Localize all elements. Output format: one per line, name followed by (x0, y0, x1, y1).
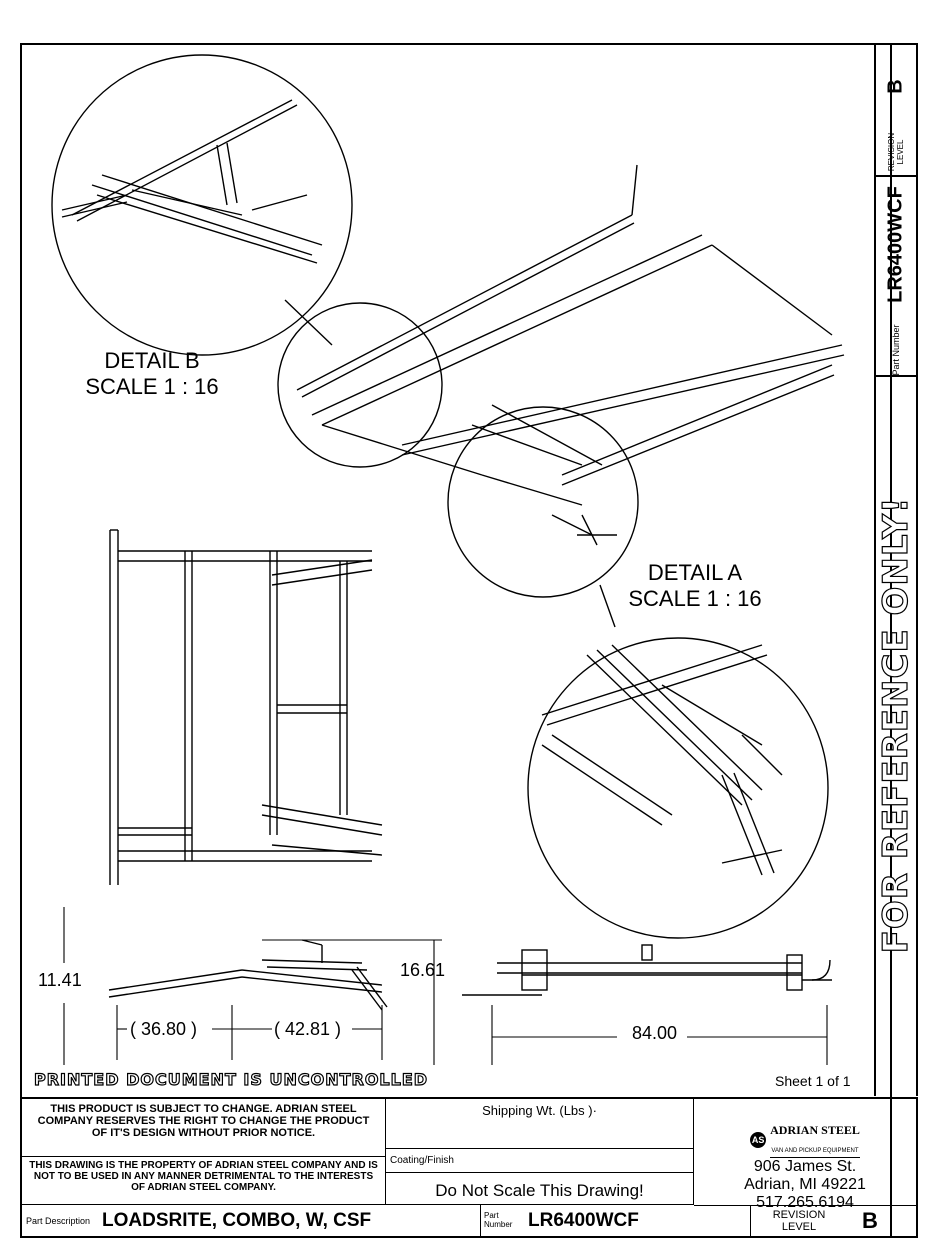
dimension-height-left: 11.41 (38, 970, 82, 990)
company-phone: 517.265.6194 (756, 1194, 854, 1211)
sheet-number: Sheet 1 of 1 (775, 1073, 851, 1089)
company-block: AS ADRIAN STEEL VAN AND PICKUP EQUIPMENT… (694, 1099, 916, 1211)
detail-b-title: DETAIL B (104, 348, 200, 373)
part-number-cell: Part Number LR6400WCF (480, 1205, 751, 1236)
sidebar-revision-label: REVISION LEVEL (887, 132, 905, 172)
dimension-length-3: 84.00 (632, 1023, 678, 1043)
company-tagline: VAN AND PICKUP EQUIPMENT (771, 1148, 859, 1154)
company-address-2: Adrian, MI 49221 (744, 1176, 866, 1193)
change-notice: THIS PRODUCT IS SUBJECT TO CHANGE. ADRIA… (22, 1099, 386, 1157)
dimension-length-2: ( 42.81 ) (274, 1019, 342, 1039)
detail-a-circle (527, 637, 829, 939)
do-not-scale: Do Not Scale This Drawing! (386, 1173, 694, 1205)
shipping-weight: Shipping Wt. (Lbs )· (386, 1099, 694, 1149)
detail-a-marker (447, 406, 639, 598)
detail-b-circle (51, 54, 353, 356)
part-number-label: Part Number (484, 1211, 513, 1229)
sidebar: B REVISION LEVEL LR6400WCF Part Number F… (874, 43, 918, 1096)
title-block: THIS PRODUCT IS SUBJECT TO CHANGE. ADRIA… (20, 1097, 918, 1238)
detail-b-scale: SCALE 1 : 16 (85, 374, 219, 399)
sidebar-part-value: LR6400WCF (884, 186, 907, 303)
detail-b-label: DETAIL B SCALE 1 : 16 (62, 348, 242, 400)
sidebar-reference-text: FOR REFERENCE ONLY! (875, 496, 916, 954)
company-name: ADRIAN STEEL (770, 1123, 860, 1137)
drawing-canvas (51, 54, 845, 1065)
detail-b-marker (277, 302, 443, 468)
sidebar-revision-value: B (884, 79, 907, 94)
part-description-value: LOADSRITE, COMBO, W, CSF (102, 1210, 372, 1231)
dimension-height-right: 16.61 (400, 960, 446, 980)
revision-value: B (862, 1208, 878, 1233)
detail-a-scale: SCALE 1 : 16 (628, 586, 762, 611)
detail-a-label: DETAIL A SCALE 1 : 16 (605, 560, 785, 612)
part-number-value: LR6400WCF (528, 1210, 639, 1231)
sidebar-part-label: Part Number (891, 324, 901, 376)
dimension-length-1: ( 36.80 ) (130, 1019, 198, 1039)
coating-finish-label: Coating/Finish (386, 1149, 694, 1173)
property-notice: THIS DRAWING IS THE PROPERTY OF ADRIAN S… (22, 1157, 386, 1205)
revision-label: REVISION LEVEL (772, 1209, 826, 1233)
company-address-1: 906 James St. (753, 1158, 857, 1175)
company-logo-icon: AS (750, 1131, 767, 1148)
revision-cell: REVISION LEVEL B (750, 1205, 916, 1236)
part-description-label: Part Description (26, 1216, 91, 1226)
part-description-cell: Part Description LOADSRITE, COMBO, W, CS… (22, 1205, 481, 1236)
detail-a-title: DETAIL A (647, 560, 743, 585)
uncontrolled-banner: PRINTED DOCUMENT IS UNCONTROLLED (33, 1069, 429, 1089)
